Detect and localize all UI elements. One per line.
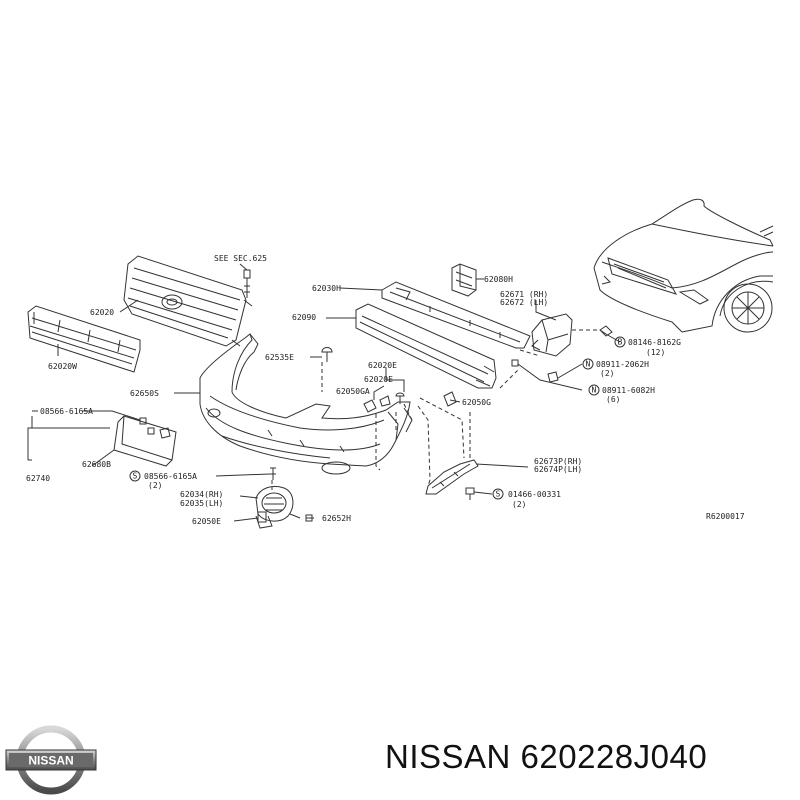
nissan-logo: NISSAN [5,725,97,795]
s-symbol-01466 [492,488,504,500]
bracket-62671 [531,313,573,357]
label-62671: 62671 (RH) [500,290,548,299]
label-62652h: 62652H [322,514,351,523]
label-08566-bot: 08566-6165A [144,472,197,481]
label-62650s: 62650S [130,389,159,398]
label-62673p: 62673P(RH) [534,457,582,466]
s-symbol-08566 [129,470,141,482]
label-62050e: 62050E [192,517,221,526]
label-62050ga: 62050GA [336,387,370,396]
label-62020e-a: 62020E [368,361,397,370]
label-62674p: 62674P(LH) [534,465,582,474]
label-ref-code: R6200017 [706,512,745,521]
label-62680b: 62680B [82,460,111,469]
leader-lines [27,263,621,522]
clip-see-sec [243,269,251,298]
car-illustration [593,198,774,333]
n-symbol-08911a [582,358,594,370]
label-62740: 62740 [26,474,50,483]
label-62035: 62035(LH) [180,499,223,508]
side-bracket-62673p [425,459,479,495]
label-08911b: 08911-6082H [602,386,655,395]
label-08911a: 08911-2062H [596,360,649,369]
s-symbol-letter-b: S [496,490,501,499]
label-62030h: 62030H [312,284,341,293]
label-08911b-qty: (6) [606,395,620,404]
s-symbol-letter-a: S [133,472,138,481]
n-symbol-letter-b: N [592,386,597,395]
logo-text: NISSAN [28,754,73,768]
label-08146: 08146-8162G [628,338,681,347]
label-62050g: 62050G [462,398,491,407]
part-number-title: NISSAN 620228J040 [385,738,708,775]
label-08911a-qty: (2) [600,369,614,378]
label-62090: 62090 [292,313,316,322]
dashed-guides [271,329,598,490]
n-symbol-08911b [588,384,600,396]
part-labels: SEE SEC.625 62080H 62030H 62671 (RH) 626… [26,254,745,526]
bumper-fascia-62650s [199,333,413,475]
part-62080h [451,263,477,297]
absorber-62090 [355,303,497,389]
label-08146-qty: (12) [646,348,665,357]
lower-grille-62020w [27,305,141,373]
label-62080h: 62080H [484,275,513,284]
reinforcement-62030h [381,281,531,349]
n-symbol-letter-a: N [586,360,591,369]
label-01466-qty: (2) [512,500,526,509]
b-symbol-08146 [614,336,626,348]
label-62020: 62020 [90,308,114,317]
label-see-sec: SEE SEC.625 [214,254,267,263]
label-08566-bot-qty: (2) [148,481,162,490]
grille-62020 [123,255,253,347]
label-08566-top: 08566-6165A [40,407,93,416]
label-62672: 62672 (LH) [500,298,548,307]
label-62020e-b: 62020E [364,375,393,384]
fasteners [139,325,613,523]
label-62020w: 62020W [48,362,77,371]
label-01466: 01466-00331 [508,490,561,499]
label-62535e: 62535E [265,353,294,362]
label-62034: 62034(RH) [180,490,223,499]
b-symbol-letter: B [618,338,623,347]
